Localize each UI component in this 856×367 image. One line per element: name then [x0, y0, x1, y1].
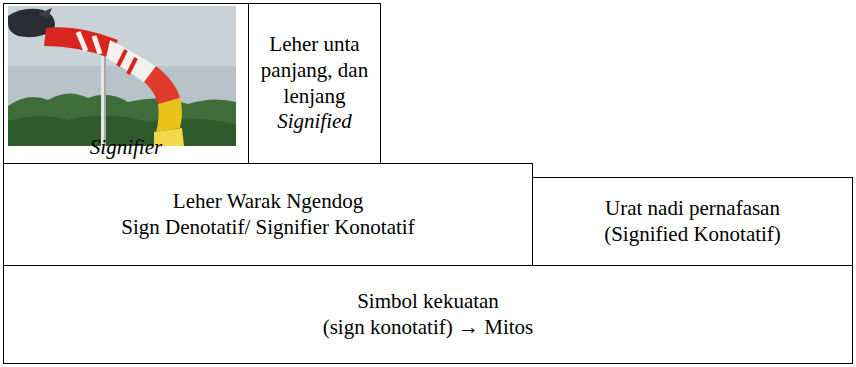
cell-text: Simbol kekuatan: [351, 289, 505, 315]
warak-ngendog-photo: [8, 6, 236, 146]
connotative-sign-cell: Simbol kekuatan(sign konotatif) → Mitos: [3, 265, 853, 364]
cell-text: Leher Warak Ngendog: [167, 189, 369, 215]
cell-subtext: Sign Denotatif/ Signifier Konotatif: [115, 215, 420, 241]
cell-subtext: (Signified Konotatif): [598, 222, 787, 248]
cell-text: Signifier: [84, 135, 168, 161]
cell-text: Leher unta panjang, dan lenjang: [249, 32, 380, 109]
cell-text: Urat nadi pernafasan: [599, 196, 786, 222]
connotative-signified-cell: Urat nadi pernafasan(Signified Konotatif…: [532, 177, 853, 266]
cell-subtext: Signified: [271, 109, 358, 135]
signifier-cell: Signifier: [3, 3, 249, 164]
signified-cell: Leher unta panjang, dan lenjangSignified: [248, 3, 381, 164]
cell-subtext: (sign konotatif) → Mitos: [317, 315, 540, 341]
denotative-sign-cell: Leher Warak NgendogSign Denotatif/ Signi…: [3, 163, 533, 266]
